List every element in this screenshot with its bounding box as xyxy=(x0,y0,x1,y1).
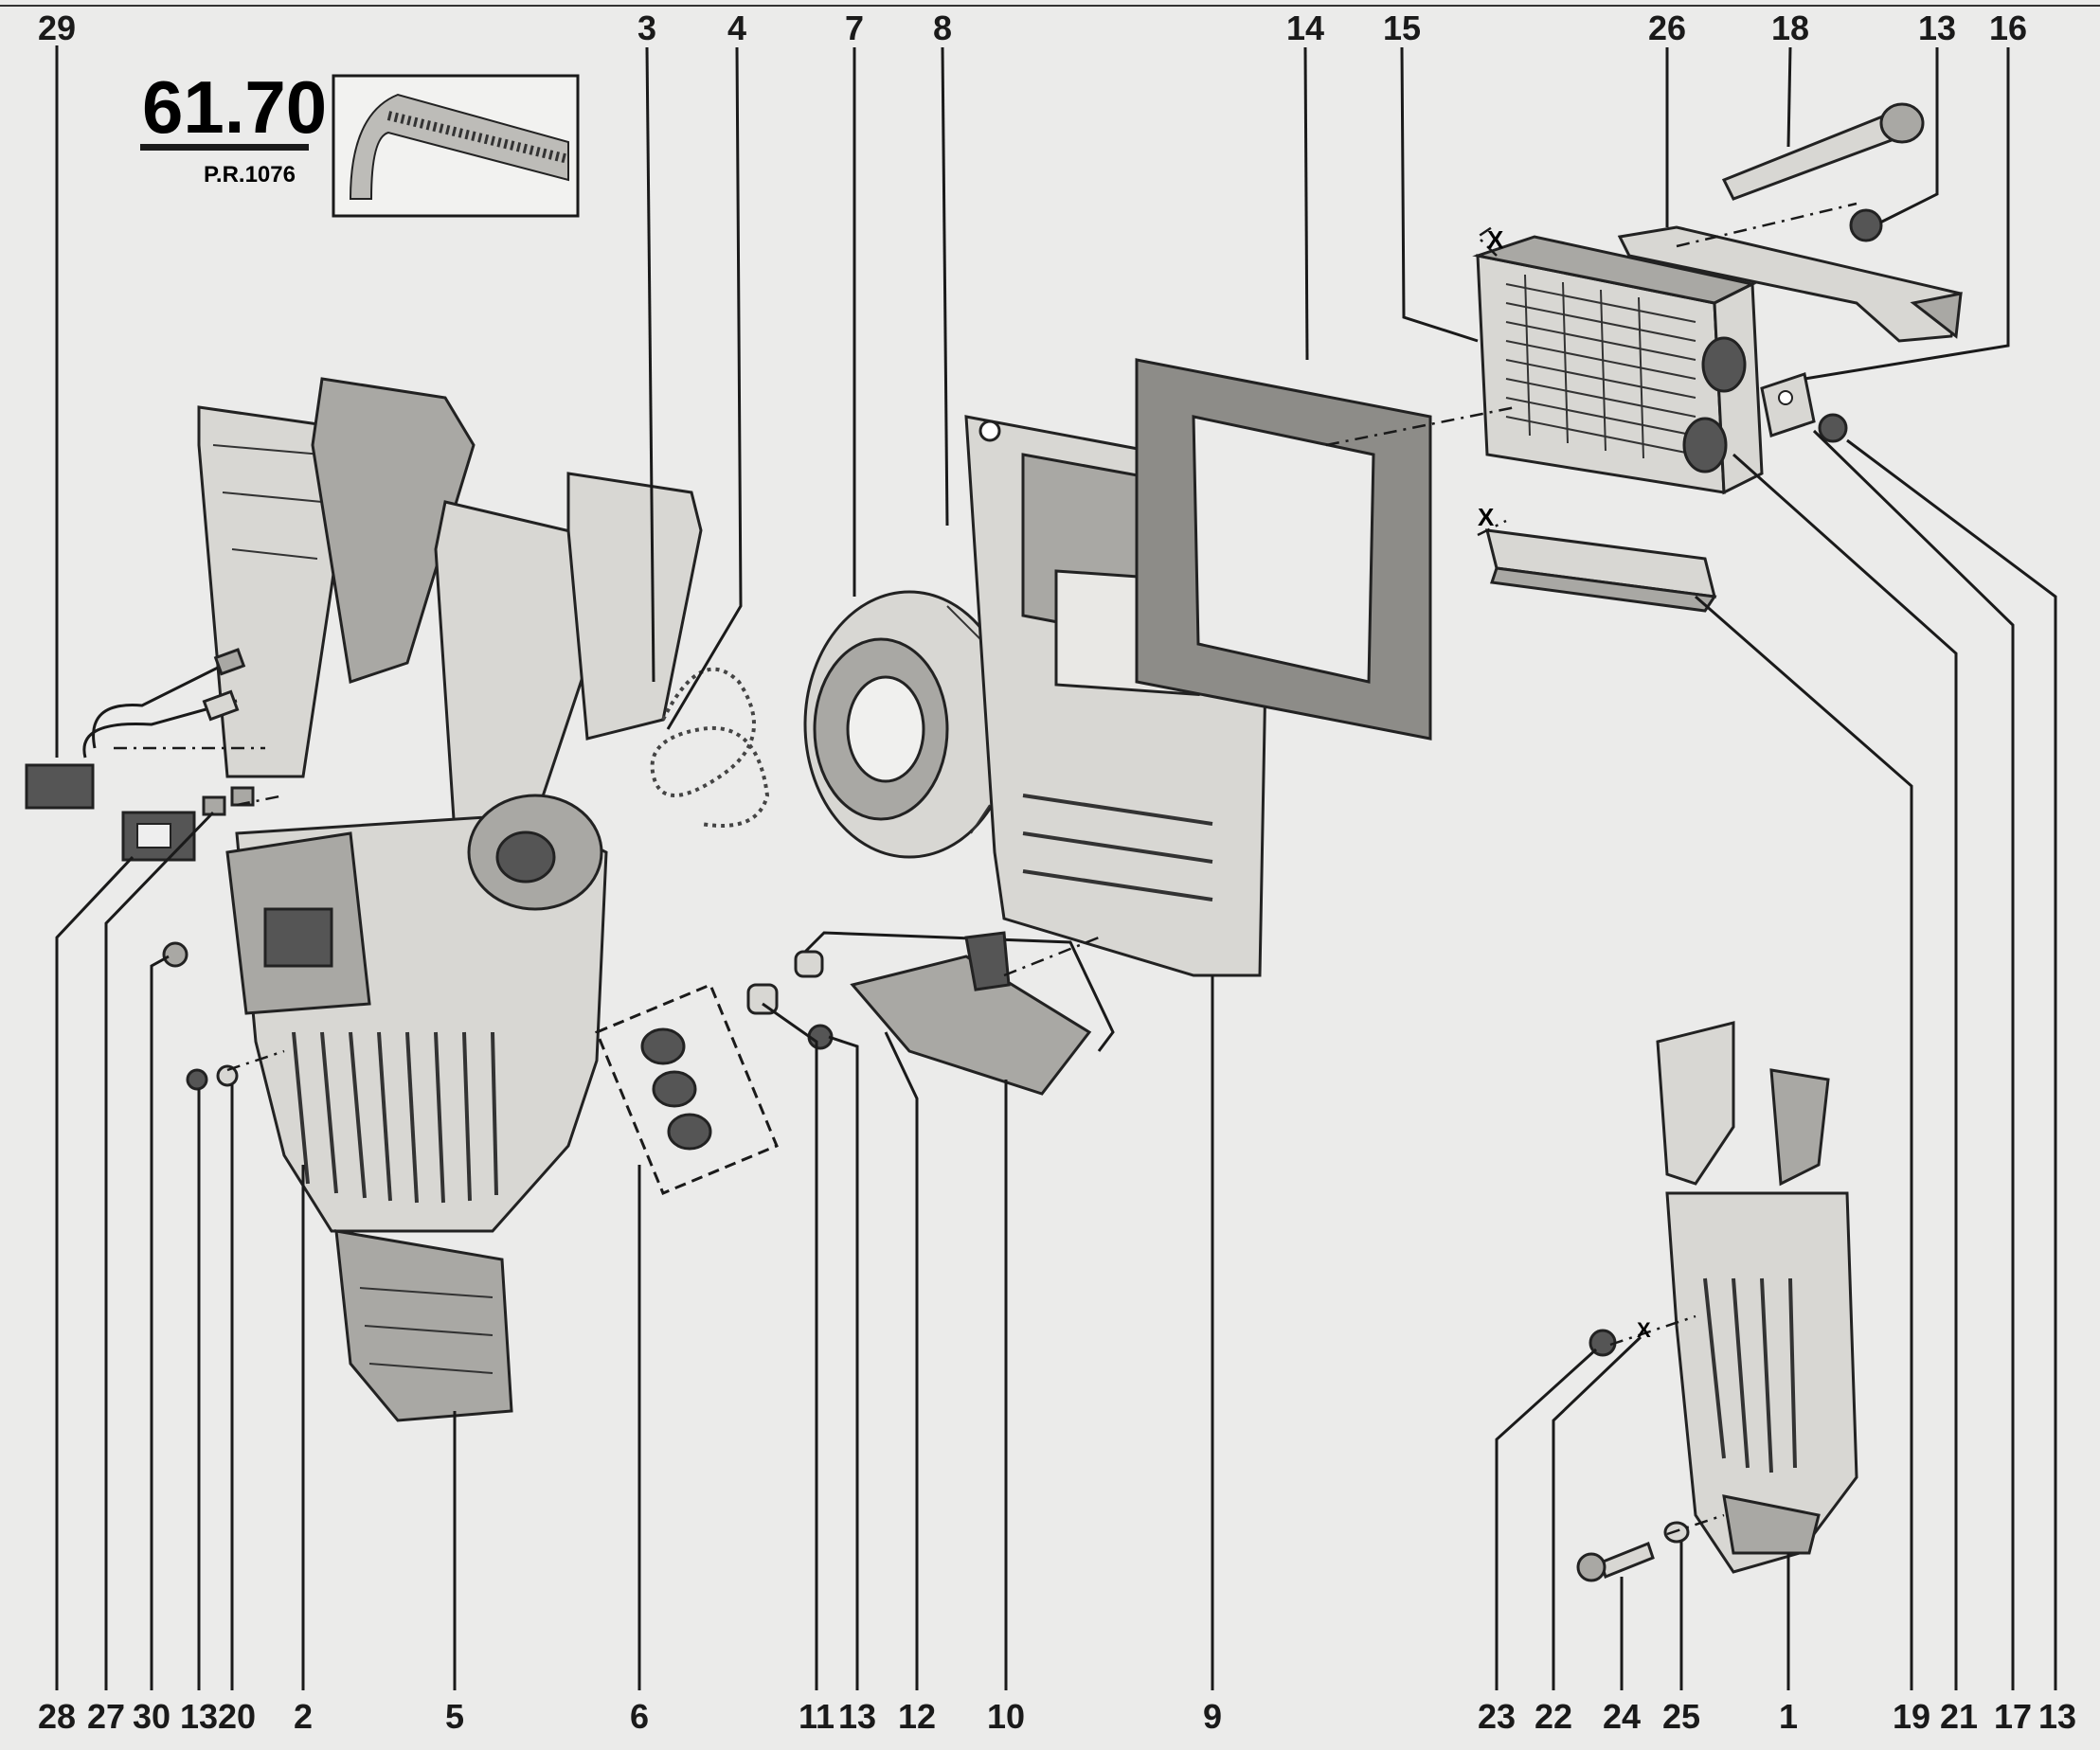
callout-label: 19 xyxy=(1893,1697,1930,1736)
switch-and-wiring xyxy=(25,648,285,1091)
washer xyxy=(1663,1521,1690,1544)
screw xyxy=(1599,1542,1655,1579)
callout-label: 1 xyxy=(1779,1697,1798,1736)
wiring-harness xyxy=(650,667,770,828)
blower-fan-wheel xyxy=(803,590,1015,859)
outlet-fitting xyxy=(1682,417,1728,473)
heater-radiator-core xyxy=(1472,235,1848,495)
callout-label: 10 xyxy=(987,1697,1025,1736)
callout-label: 26 xyxy=(1648,9,1686,47)
callout-label: 11 xyxy=(799,1697,835,1736)
connector-plug xyxy=(25,763,95,810)
switch-clip xyxy=(202,795,226,816)
callout-label: 14 xyxy=(1286,9,1324,47)
flap-and-rod xyxy=(746,931,1115,1096)
callout-label: 15 xyxy=(1383,9,1421,47)
callout-label: 5 xyxy=(445,1697,464,1736)
callout-label: 8 xyxy=(933,9,952,47)
plate-header: 61.70 P.R.1076 xyxy=(140,65,580,218)
grommet-kit xyxy=(595,983,779,1195)
callout-label: 17 xyxy=(1994,1697,2032,1736)
callout-label: 6 xyxy=(630,1697,649,1736)
callout-label: 3 xyxy=(637,9,656,47)
cut-marker: X xyxy=(1478,503,1495,531)
nut xyxy=(186,1068,208,1091)
plate-number: 61.70 xyxy=(142,65,327,149)
callout-label: 4 xyxy=(727,9,746,47)
alignment-lines xyxy=(1003,202,1858,1536)
callout-label: 13 xyxy=(838,1697,876,1736)
callout-label: 22 xyxy=(1535,1697,1572,1736)
callout-label: 29 xyxy=(38,9,76,47)
plate-reference: P.R.1076 xyxy=(204,162,296,188)
callout-label: 23 xyxy=(1478,1697,1516,1736)
callout-label: 27 xyxy=(87,1697,125,1736)
lower-deflector xyxy=(334,1229,513,1422)
callout-label: 21 xyxy=(1940,1697,1978,1736)
heater-housing-assembly xyxy=(197,377,703,1422)
nut xyxy=(1818,413,1848,443)
long-bolt xyxy=(1721,102,1925,201)
callout-label: 18 xyxy=(1771,9,1809,47)
leader-lines xyxy=(55,45,2057,1690)
inset-thumbnail xyxy=(332,74,580,218)
center-duct-outlet xyxy=(311,377,476,684)
cut-marker: X xyxy=(1487,225,1504,254)
callouts-top: 29 3 4 7 8 14 15 26 18 13 16 xyxy=(38,9,2027,47)
callout-label: 20 xyxy=(218,1697,256,1736)
upper-bracket xyxy=(1617,225,1963,343)
plate-underline xyxy=(140,144,309,151)
callout-label: 12 xyxy=(898,1697,936,1736)
callout-label: 24 xyxy=(1603,1697,1641,1736)
inlet-fitting xyxy=(1701,336,1747,393)
callouts-bottom: 28 27 30 13 20 2 5 6 11 13 12 10 9 23 22… xyxy=(38,1697,2076,1736)
callout-label: 9 xyxy=(1203,1697,1222,1736)
heater-assembly-small-view xyxy=(1576,1021,1858,1582)
callout-label: 2 xyxy=(294,1697,313,1736)
nut xyxy=(1849,208,1883,242)
gasket-seal xyxy=(1135,358,1432,741)
front-window xyxy=(263,907,333,968)
side-flap-cover xyxy=(566,472,703,741)
callout-label: 25 xyxy=(1662,1697,1700,1736)
callout-label: 30 xyxy=(133,1697,171,1736)
callout-label: 7 xyxy=(845,9,864,47)
callout-label: 13 xyxy=(2038,1697,2076,1736)
callout-label: 13 xyxy=(1918,9,1956,47)
lower-support-tray xyxy=(1485,528,1717,613)
rod-sleeve xyxy=(794,950,824,978)
nut xyxy=(807,1024,834,1050)
washer xyxy=(216,1064,239,1087)
end-cap xyxy=(746,983,779,1015)
callout-label: 13 xyxy=(180,1697,218,1736)
callout-label: 16 xyxy=(1989,9,2027,47)
cut-marker: X xyxy=(1637,1318,1651,1342)
housing-ribs xyxy=(292,1031,498,1204)
nut xyxy=(162,941,188,968)
callout-label: 28 xyxy=(38,1697,76,1736)
